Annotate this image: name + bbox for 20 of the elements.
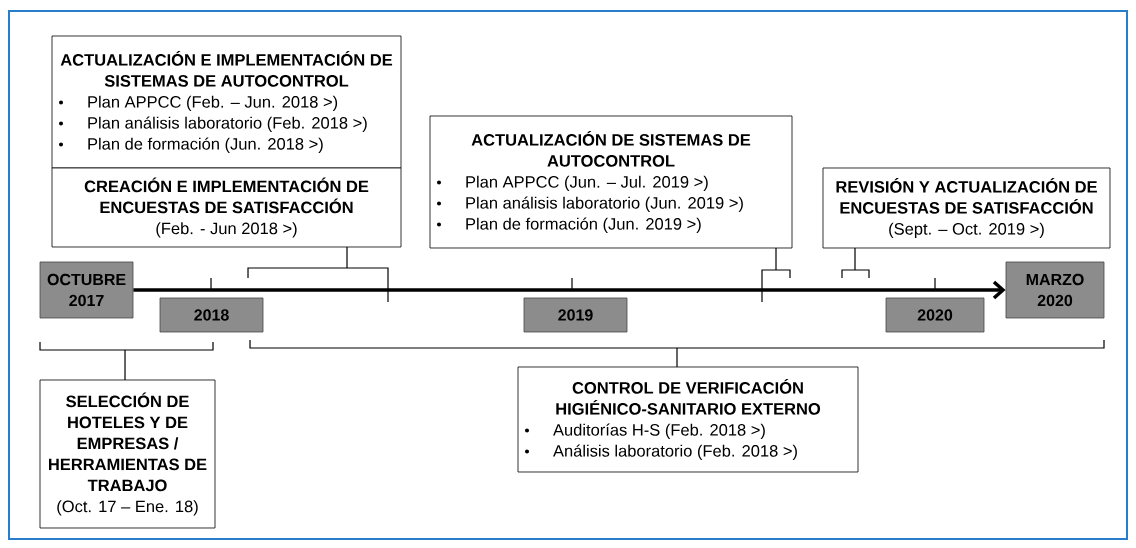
date-box: 2020	[885, 297, 985, 333]
list-item: Plan análisis laboratorio (Feb. 2018 >)	[88, 116, 367, 132]
list-item: Análisis laboratorio (Feb. 2018 >)	[553, 444, 797, 460]
phase-box: CONTROL DE VERIFICACIÓN HIGIÉNICO-SANITARIO EXTERNO Auditorías H-S (Feb. 2018 >) Análisis laboratorio (Feb. 2018 >)	[517, 366, 859, 473]
list-item: Plan APPCC (Feb. – Jun. 2018 >)	[88, 95, 338, 111]
date-box: 2019	[523, 297, 628, 333]
date-box: OCTUBRE 2017	[39, 261, 134, 319]
list-item: Plan de formación (Jun. 2018 >)	[88, 137, 323, 153]
phase-box: ACTUALIZACIÓN E IMPLEMENTACIÓN DE SISTEMAS DE AUTOCONTROL Plan APPCC (Feb. – Jun. 2018 >) Plan análisis laboratorio (Feb. 2018 >) Plan de formación (Jun. 2018 >)	[51, 35, 402, 169]
list-item: Plan análisis laboratorio (Jun. 2019 >)	[466, 196, 743, 212]
phase-box: REVISIÓN Y ACTUALIZACIÓN DE ENCUESTAS DE SATISFACCIÓN (Sept. – Oct. 2019 >)	[822, 167, 1111, 249]
timeline-arrow	[133, 280, 1006, 300]
list-item: Plan APPCC (Jun. – Jul. 2019 >)	[466, 175, 708, 191]
list-item: Plan de formación (Jun. 2019 >)	[466, 217, 701, 233]
date-box: MARZO 2020	[1005, 261, 1105, 319]
phase-box: CREACIÓN E IMPLEMENTACIÓN DE ENCUESTAS DE SATISFACCIÓN (Feb. - Jun 2018 >)	[51, 167, 402, 248]
phase-box: SELECCIÓN DE HOTELES Y DE EMPRESAS / HERRAMIENTAS DE TRABAJO (Oct. 17 – Ene. 18)	[39, 379, 216, 529]
phase-box: ACTUALIZACIÓN DE SISTEMAS DE AUTOCONTROL Plan APPCC (Jun. – Jul. 2019 >) Plan análisis laboratorio (Jun. 2019 >) Plan de formación (Jun. 2019 >)	[429, 115, 793, 249]
list-item: Auditorías H-S (Feb. 2018 >)	[553, 423, 765, 439]
date-box: 2018	[159, 297, 264, 333]
